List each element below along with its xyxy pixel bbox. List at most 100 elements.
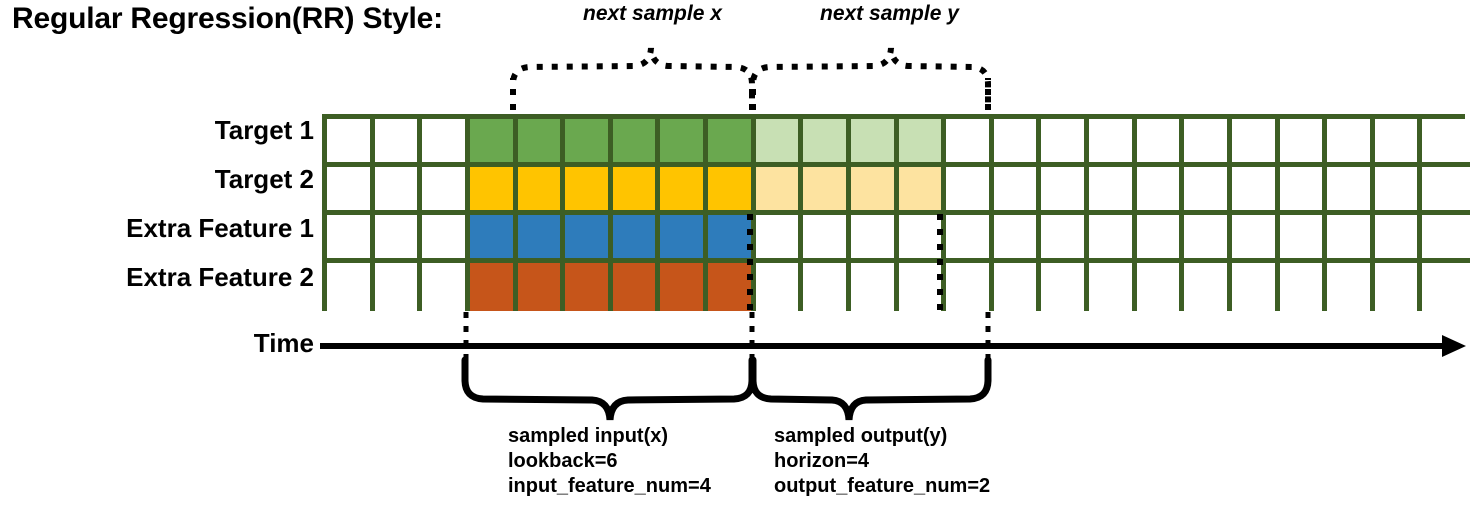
grid-cell-r3-c19: [1184, 215, 1232, 263]
grid-cell-r4-c6: [565, 263, 613, 311]
grid-cell-r1-c17: [1089, 119, 1137, 167]
grid-cell-r1-c10: [755, 119, 804, 167]
grid-cell-r3-c10: [755, 215, 804, 263]
grid-cell-r2-c8: [660, 167, 708, 215]
grid-cell-r4-c17: [1089, 263, 1137, 311]
grid-cell-r4-c5: [517, 263, 566, 311]
grid-cell-r3-c24: [1422, 215, 1470, 263]
grid-cell-r1-c3: [422, 119, 470, 167]
grid-cell-r1-c7: [612, 119, 661, 167]
row-label-target-1: Target 1: [214, 115, 314, 145]
grid-cell-r2-c4: [469, 167, 518, 215]
grid-cell-r3-c15: [993, 215, 1042, 263]
brace-bottom-sampled-input: [461, 356, 756, 421]
grid-cell-r4-c24: [1422, 263, 1470, 311]
row-label-target-2: Target 2: [214, 164, 314, 194]
row-label-extra-feature-2: Extra Feature 2: [126, 262, 314, 292]
caption-sampled-input-line2: lookback=6: [508, 450, 618, 472]
row-label-column: Target 1 Target 2 Extra Feature 1 Extra …: [8, 115, 314, 310]
grid-cell-r4-c20: [1231, 263, 1280, 311]
grid-cell-r1-c24: [1422, 119, 1470, 167]
grid-cell-r1-c15: [993, 119, 1042, 167]
grid-cell-r2-c15: [993, 167, 1042, 215]
grid-cell-r1-c5: [517, 119, 566, 167]
grid-cell-r3-c4: [469, 215, 518, 263]
grid-cell-r3-c2: [374, 215, 423, 263]
timeseries-grid: [322, 114, 1470, 311]
grid-cell-r4-c14: [946, 263, 994, 311]
grid-cell-r1-c14: [946, 119, 994, 167]
grid-cell-r3-c14: [946, 215, 994, 263]
grid-cell-r2-c9: [708, 167, 756, 215]
grid-cell-r4-c2: [374, 263, 423, 311]
grid-cell-r2-c24: [1422, 167, 1470, 215]
grid-cell-r3-c13: [898, 215, 947, 263]
grid-cell-r2-c12: [850, 167, 899, 215]
caption-next-sample-y: next sample y: [820, 2, 959, 25]
grid-cell-r2-c17: [1089, 167, 1137, 215]
grid-cell-r3-c22: [1327, 215, 1375, 263]
grid-cell-r2-c20: [1231, 167, 1280, 215]
time-axis-label: Time: [253, 328, 314, 358]
grid-cell-r4-c4: [469, 263, 518, 311]
grid-cell-r2-c3: [422, 167, 470, 215]
time-axis-arrowhead: [1442, 335, 1466, 357]
grid-cell-r1-c20: [1231, 119, 1280, 167]
grid-cell-r1-c16: [1041, 119, 1089, 167]
grid-cell-r2-c2: [374, 167, 423, 215]
grid-cell-r4-c1: [327, 263, 375, 311]
grid-cell-r2-c19: [1184, 167, 1232, 215]
caption-sampled-input-line1: sampled input(x): [508, 425, 669, 447]
grid-row-extra-feature-2: [327, 263, 1470, 311]
grid-cell-r3-c1: [327, 215, 375, 263]
caption-sampled-output: sampled output(y) horizon=4 output_featu…: [774, 424, 990, 499]
grid-cell-r4-c10: [755, 263, 804, 311]
grid-cell-r2-c18: [1136, 167, 1185, 215]
grid-cell-r4-c13: [898, 263, 947, 311]
grid-cell-r3-c21: [1279, 215, 1328, 263]
caption-next-sample-x: next sample x: [583, 2, 722, 25]
grid-cell-r2-c5: [517, 167, 566, 215]
grid-cell-r4-c7: [612, 263, 661, 311]
grid-cell-r1-c4: [469, 119, 518, 167]
grid-cell-r4-c19: [1184, 263, 1232, 311]
grid-cell-r1-c21: [1279, 119, 1328, 167]
caption-sampled-output-line2: horizon=4: [774, 450, 870, 472]
grid-cell-r4-c8: [660, 263, 708, 311]
grid-cell-r3-c17: [1089, 215, 1137, 263]
caption-sampled-input-line3: input_feature_num=4: [508, 475, 711, 497]
grid-cell-r1-c18: [1136, 119, 1185, 167]
grid-cell-r1-c2: [374, 119, 423, 167]
grid-cell-r2-c21: [1279, 167, 1328, 215]
brace-top-next-sample-y: [750, 47, 991, 110]
grid-cell-r4-c9: [708, 263, 756, 311]
grid-cell-r3-c5: [517, 215, 566, 263]
row-label-extra-feature-1: Extra Feature 1: [126, 213, 314, 243]
grid-cell-r3-c20: [1231, 215, 1280, 263]
page-title: Regular Regression(RR) Style:: [12, 2, 443, 35]
grid-cell-r1-c6: [565, 119, 613, 167]
grid-cell-r3-c8: [660, 215, 708, 263]
grid-row-target-2: [327, 167, 1470, 215]
grid-cell-r4-c22: [1327, 263, 1375, 311]
grid-cell-r1-c8: [660, 119, 708, 167]
brace-bottom-sampled-output: [749, 356, 992, 421]
grid-cell-r1-c22: [1327, 119, 1375, 167]
grid-cell-r3-c7: [612, 215, 661, 263]
grid-cell-r3-c11: [803, 215, 851, 263]
time-axis-arrow: [320, 335, 1468, 359]
grid-cell-r2-c22: [1327, 167, 1375, 215]
grid-row-extra-feature-1: [327, 215, 1470, 263]
grid-cell-r1-c19: [1184, 119, 1232, 167]
grid-cell-r2-c14: [946, 167, 994, 215]
caption-sampled-input: sampled input(x) lookback=6 input_featur…: [508, 424, 711, 499]
grid-cell-r3-c6: [565, 215, 613, 263]
grid-cell-r3-c23: [1374, 215, 1423, 263]
grid-cell-r1-c13: [898, 119, 947, 167]
caption-sampled-output-line1: sampled output(y): [774, 425, 948, 447]
grid-cell-r1-c23: [1374, 119, 1423, 167]
caption-sampled-output-line3: output_feature_num=2: [774, 475, 991, 497]
grid-cell-r4-c16: [1041, 263, 1089, 311]
grid-cell-r4-c12: [850, 263, 899, 311]
